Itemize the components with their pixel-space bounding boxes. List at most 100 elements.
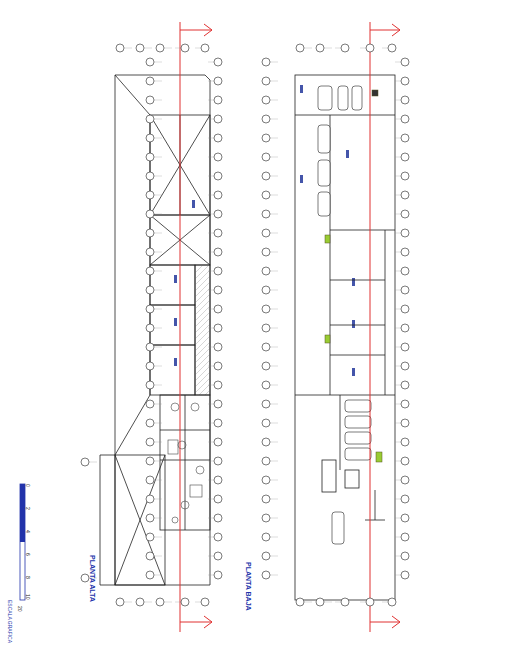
grid-bubble <box>262 419 270 427</box>
car-symbols <box>318 86 371 544</box>
grid-bubble <box>214 286 222 294</box>
grid-bubble <box>401 571 409 579</box>
grid-bubble <box>214 400 222 408</box>
grid-bubble <box>146 96 154 104</box>
grid-bubble <box>401 495 409 503</box>
grid-bubble <box>401 400 409 408</box>
grid-bubble <box>146 248 154 256</box>
grid-bubble <box>146 286 154 294</box>
grid-bubble <box>201 598 209 606</box>
grid-bubble <box>262 210 270 218</box>
grid-bubble <box>214 305 222 313</box>
planta-baja-outline <box>295 75 395 600</box>
grid-bubble <box>401 552 409 560</box>
scale-bar <box>20 484 25 600</box>
scale-number: 4 <box>25 530 30 533</box>
grid-bubble <box>316 598 324 606</box>
scale-number: 2 <box>25 507 30 510</box>
grid-bubble <box>262 115 270 123</box>
grid-bubble <box>262 552 270 560</box>
grid-bubble <box>214 191 222 199</box>
grid-bubble <box>136 598 144 606</box>
room-tags <box>174 85 355 376</box>
grid-bubble <box>401 77 409 85</box>
grid-bubble <box>296 598 304 606</box>
grid-bubble <box>146 229 154 237</box>
grid-bubble <box>401 476 409 484</box>
grid-bubble <box>401 324 409 332</box>
grid-bubble <box>262 134 270 142</box>
grid-bubble <box>262 58 270 66</box>
grid-bubble <box>214 552 222 560</box>
grid-bubble <box>146 172 154 180</box>
grid-bubble <box>214 77 222 85</box>
grid-bubble <box>262 324 270 332</box>
grid-bubble <box>214 58 222 66</box>
grid-bubble <box>262 533 270 541</box>
grid-bubble <box>401 115 409 123</box>
grid-bubble <box>316 44 324 52</box>
grid-bubble <box>214 210 222 218</box>
grid-bubble <box>146 419 154 427</box>
grid-bubble <box>262 248 270 256</box>
grid-bubble <box>401 286 409 294</box>
grid-bubble <box>146 58 154 66</box>
grid-bubble <box>262 229 270 237</box>
grid-bubble <box>262 267 270 275</box>
grid-bubble <box>214 457 222 465</box>
grid-bubble <box>181 598 189 606</box>
grid-bubble <box>146 495 154 503</box>
grid-bubble <box>146 153 154 161</box>
grid-bubble <box>262 400 270 408</box>
grid-bubble <box>214 476 222 484</box>
grid-bubble <box>136 44 144 52</box>
green-markers <box>325 90 382 462</box>
grid-bubble <box>401 153 409 161</box>
grid-bubble <box>262 514 270 522</box>
grid-bubble <box>401 210 409 218</box>
plan-title: PLANTA BAJA <box>245 562 252 611</box>
grid-bubble <box>146 305 154 313</box>
grid-bubble <box>262 476 270 484</box>
grid-bubble <box>401 96 409 104</box>
grid-bubble <box>214 267 222 275</box>
grid-bubble <box>214 248 222 256</box>
grid-bubble <box>401 343 409 351</box>
grid-bubble <box>214 229 222 237</box>
grid-bubble <box>146 134 154 142</box>
grid-bubble <box>146 400 154 408</box>
grid-bubble <box>401 267 409 275</box>
grid-bubble <box>146 514 154 522</box>
grid-bubble <box>146 191 154 199</box>
grid-bubble <box>366 44 374 52</box>
scale-number: 6 <box>25 553 30 556</box>
grid-bubble <box>401 514 409 522</box>
grid-bubble <box>146 533 154 541</box>
grid-bubble <box>146 552 154 560</box>
grid-bubble <box>214 115 222 123</box>
grid-bubble <box>214 172 222 180</box>
grid-bubble <box>116 598 124 606</box>
grid-bubble <box>262 153 270 161</box>
grid-bubble <box>401 533 409 541</box>
grid-bubble <box>181 44 189 52</box>
grid-bubble <box>214 96 222 104</box>
grid-bubble <box>146 77 154 85</box>
grid-bubble <box>262 495 270 503</box>
grid-bubble <box>388 44 396 52</box>
grid-bubble <box>341 44 349 52</box>
grid-bubble <box>214 153 222 161</box>
grid-bubble <box>146 438 154 446</box>
grid-bubble <box>214 419 222 427</box>
grid-bubble <box>262 438 270 446</box>
grid-bubble <box>262 305 270 313</box>
grid-bubble <box>262 343 270 351</box>
scale-number: 0 <box>25 484 30 487</box>
scale-number: 20 <box>17 606 22 612</box>
grid-bubble <box>341 598 349 606</box>
grid-bubble <box>214 324 222 332</box>
grid-bubble <box>401 362 409 370</box>
grid-bubble <box>214 362 222 370</box>
grid-bubble <box>401 248 409 256</box>
